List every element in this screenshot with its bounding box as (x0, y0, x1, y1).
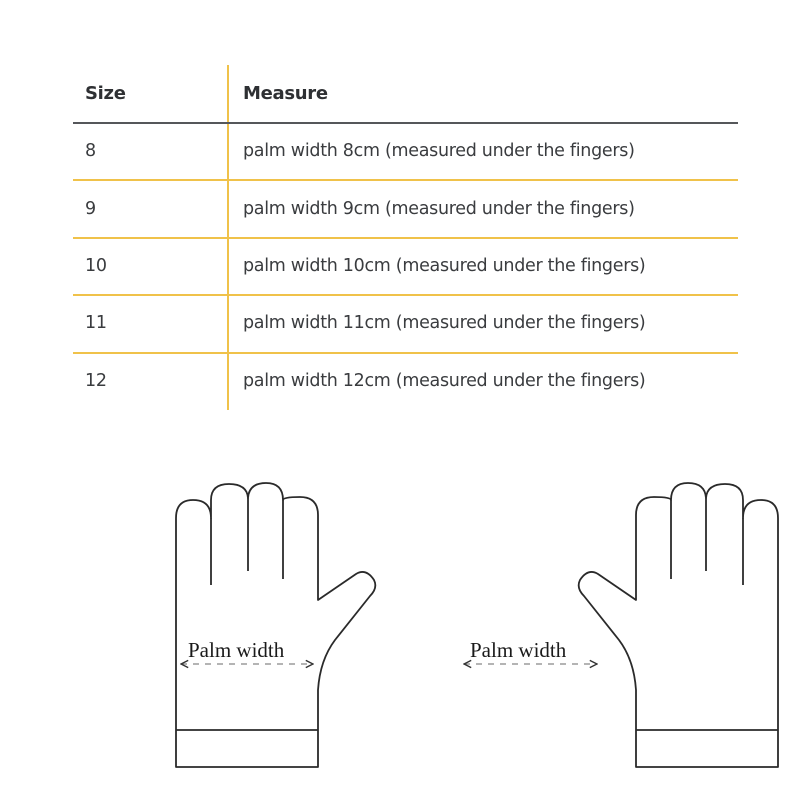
row-size: 10 (85, 256, 107, 276)
row-measure: palm width 10cm (measured under the fing… (243, 256, 646, 276)
row-rule (73, 179, 738, 181)
left-glove-icon (175, 482, 377, 768)
row-measure: palm width 12cm (measured under the fing… (243, 371, 646, 391)
row-measure: palm width 9cm (measured under the finge… (243, 199, 635, 219)
header-measure: Measure (243, 83, 328, 104)
row-rule (73, 237, 738, 239)
header-size: Size (85, 83, 126, 104)
row-size: 11 (85, 313, 107, 333)
size-chart-table: Size Measure 8 palm width 8cm (measured … (73, 65, 738, 410)
left-palm-width-label: Palm width (188, 638, 285, 662)
right-palm-width-label: Palm width (470, 638, 567, 662)
row-measure: palm width 11cm (measured under the fing… (243, 313, 646, 333)
row-rule (73, 294, 738, 296)
header-rule (73, 122, 738, 124)
right-glove-icon (577, 482, 779, 768)
row-size: 8 (85, 141, 96, 161)
row-size: 9 (85, 199, 96, 219)
row-measure: palm width 8cm (measured under the finge… (243, 141, 635, 161)
row-size: 12 (85, 371, 107, 391)
row-rule (73, 352, 738, 354)
